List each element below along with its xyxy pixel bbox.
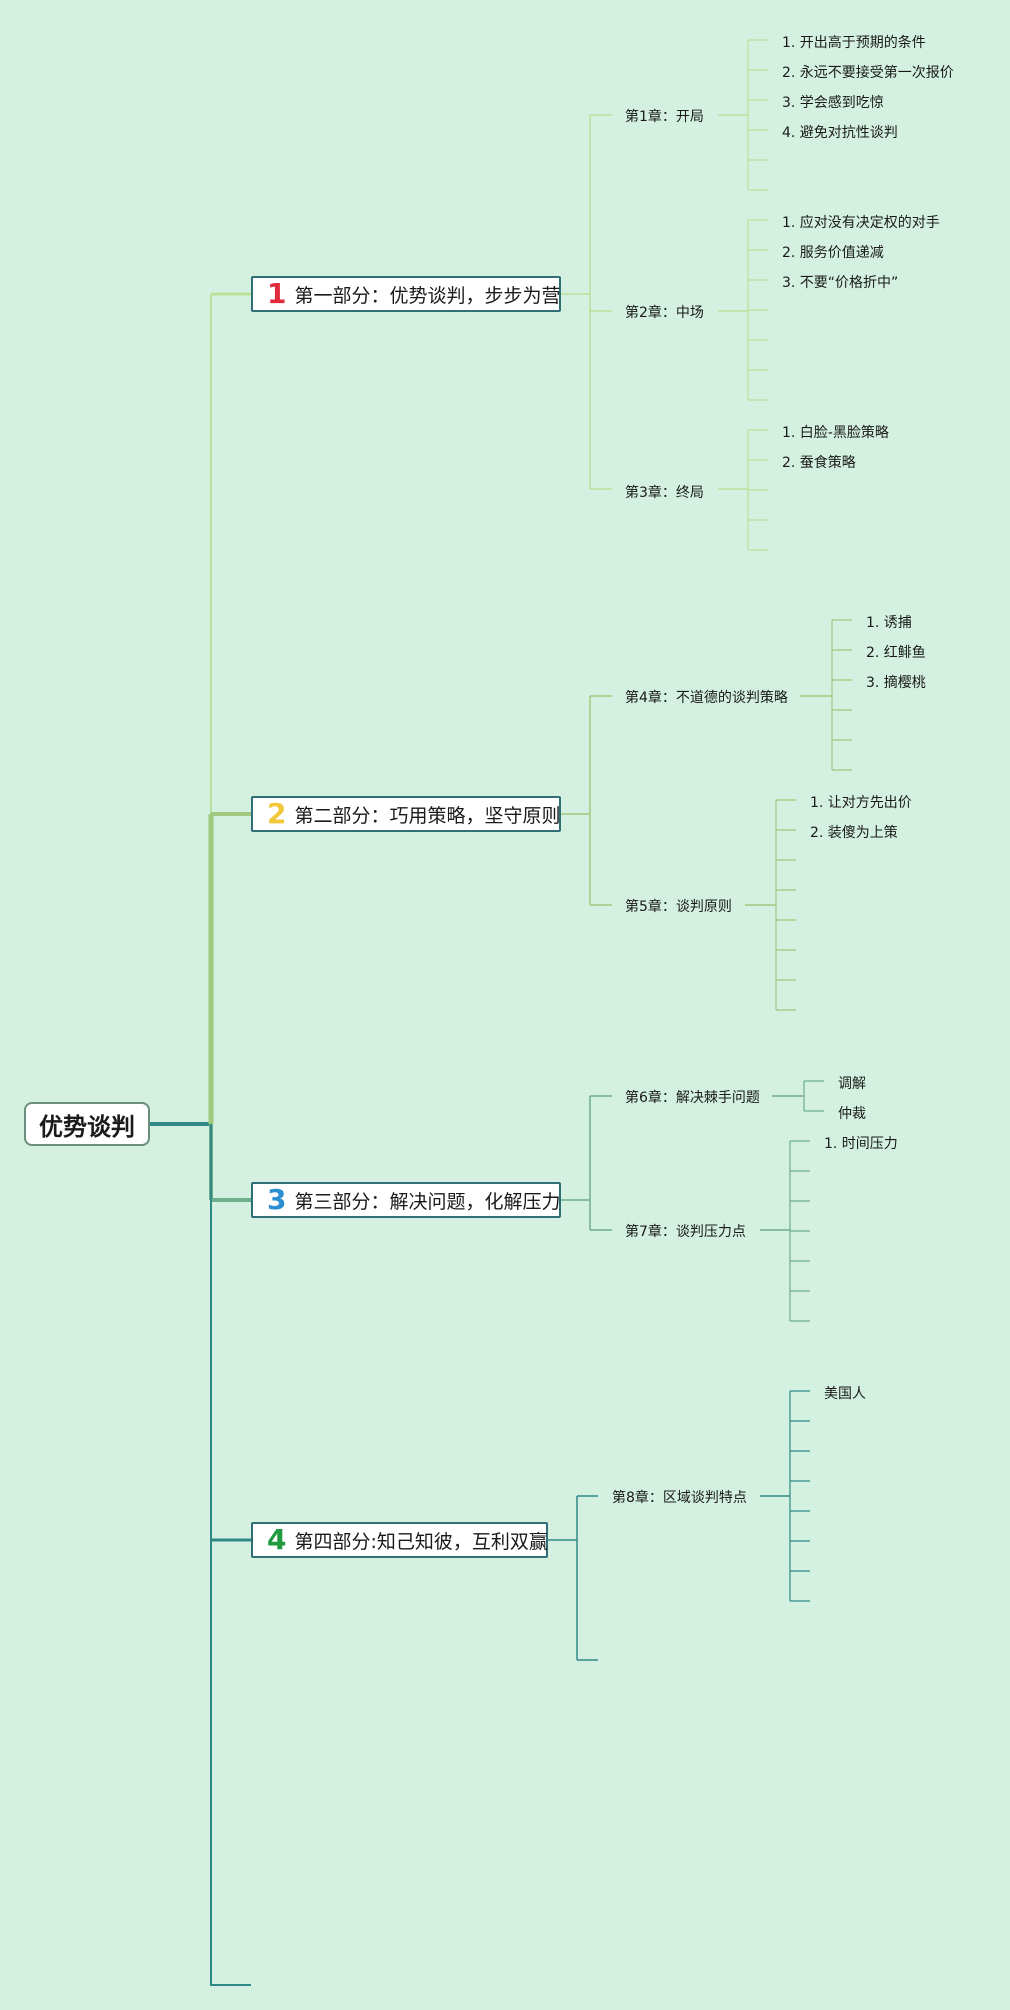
item-node[interactable]: 2. 永远不要接受第一次报价 [782,65,954,81]
part-label-4: 第四部分:知己知彼，互利双赢 [294,1530,548,1553]
chapter-node-5[interactable]: 第5章：谈判原则 [625,899,732,915]
root-node[interactable]: 优势谈判 [24,1102,150,1146]
item-node[interactable]: 1. 白脸-黑脸策略 [782,425,889,441]
chapter-node-4[interactable]: 第4章：不道德的谈判策略 [625,690,788,706]
item-node[interactable]: 3. 不要“价格折中” [782,275,899,291]
item-node[interactable]: 1. 开出高于预期的条件 [782,35,926,51]
part-node-4[interactable]: 4 第四部分:知己知彼，互利双赢 [251,1522,548,1558]
part-node-3[interactable]: 3 第三部分：解决问题，化解压力 [251,1182,561,1218]
part-number-3: 3 [267,1183,287,1216]
part-label-1: 第一部分：优势谈判，步步为营 [294,284,561,307]
chapter-node-3[interactable]: 第3章：终局 [625,485,704,501]
part-node-2[interactable]: 2 第二部分：巧用策略，坚守原则 [251,796,561,832]
item-node[interactable]: 2. 装傻为上策 [810,825,898,841]
item-node[interactable]: 3. 摘樱桃 [866,675,926,691]
chapter-node-6[interactable]: 第6章：解决棘手问题 [625,1090,760,1106]
item-node[interactable]: 2. 服务价值递减 [782,245,884,261]
part-label-3: 第三部分：解决问题，化解压力 [294,1190,561,1213]
part-number-2: 2 [267,797,287,830]
chapter-node-2[interactable]: 第2章：中场 [625,305,704,321]
item-node[interactable]: 2. 蚕食策略 [782,455,856,471]
item-node[interactable]: 1. 时间压力 [824,1136,898,1152]
part-number-1: 1 [267,277,287,310]
item-node[interactable]: 1. 应对没有决定权的对手 [782,215,940,231]
item-node[interactable]: 3. 学会感到吃惊 [782,95,884,111]
part-node-1[interactable]: 1 第一部分：优势谈判，步步为营 [251,276,561,312]
item-node[interactable]: 调解 [838,1076,866,1092]
item-node[interactable]: 2. 红鲱鱼 [866,645,926,661]
item-node[interactable]: 仲裁 [838,1106,866,1122]
item-node[interactable]: 1. 诱捕 [866,615,912,631]
chapter-node-1[interactable]: 第1章：开局 [625,109,704,125]
chapter-node-7[interactable]: 第7章：谈判压力点 [625,1224,746,1240]
chapter-node-8[interactable]: 第8章：区域谈判特点 [612,1490,747,1506]
trunk-4 [210,1124,251,1986]
item-node[interactable]: 美国人 [824,1386,866,1402]
part-number-4: 4 [267,1523,287,1556]
item-node[interactable]: 1. 让对方先出价 [810,795,912,811]
part-label-2: 第二部分：巧用策略，坚守原则 [294,804,561,827]
item-node[interactable]: 4. 避免对抗性谈判 [782,125,898,141]
